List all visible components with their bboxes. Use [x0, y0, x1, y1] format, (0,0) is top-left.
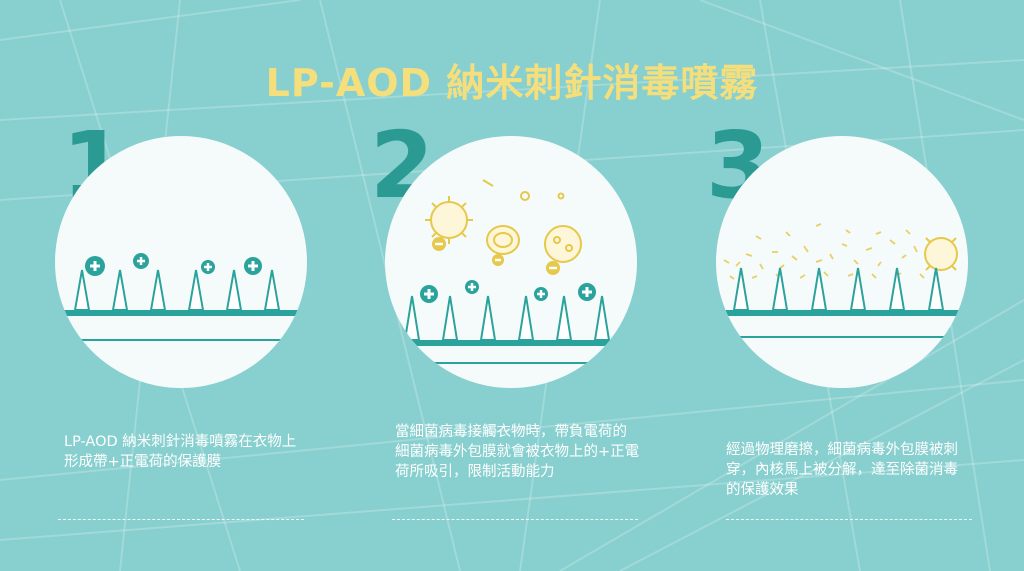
- plus-charge-icon: [534, 287, 548, 301]
- step-3-description: 經過物理磨擦，細菌病毒外包膜被刺穿，內核馬上被分解，達至除菌消毒的保護效果: [726, 442, 958, 498]
- minus-charge-icon: [546, 261, 560, 275]
- bacteria-icon: [425, 196, 473, 244]
- plus-charge-icon: [201, 260, 215, 274]
- spike-icon: [403, 295, 611, 341]
- minus-charge-icon: [432, 237, 446, 251]
- spike-icon: [732, 267, 945, 311]
- minus-charge-icon: [492, 254, 504, 266]
- virus-icon: [486, 225, 520, 255]
- spike-icon: [73, 269, 281, 311]
- step-2-divider: [392, 519, 638, 520]
- step-1-divider: [58, 519, 304, 520]
- step-2-description: 當細菌病毒接觸衣物時，帶負電荷的細菌病毒外包膜就會被衣物上的+正電荷所吸引，限制…: [395, 424, 640, 480]
- plus-charge-icon: [244, 257, 262, 275]
- plus-charge-icon: [420, 285, 438, 303]
- step-2-illustration: [385, 136, 637, 388]
- plus-charge-icon: [133, 253, 149, 269]
- plus-charge-icon: [465, 280, 479, 294]
- plus-charge-icon: [85, 256, 105, 276]
- step-3-divider: [726, 519, 972, 520]
- virus-icon: [544, 225, 582, 263]
- page-title: LP-AOD 納米刺針消毒噴霧: [265, 61, 759, 105]
- step-1-illustration: [55, 136, 307, 388]
- virus-icon: [924, 237, 958, 271]
- step-1-description: LP-AOD 納米刺針消毒噴霧在衣物上形成帶+正電荷的保護膜: [64, 434, 297, 470]
- plus-charge-icon: [578, 283, 596, 301]
- step-3-illustration: [716, 136, 968, 388]
